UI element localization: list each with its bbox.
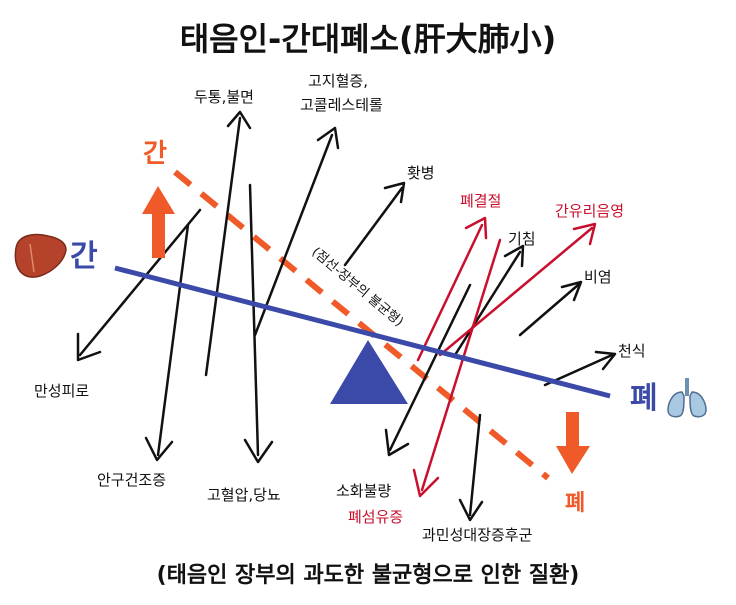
diagram-subtitle: (태음인 장부의 과도한 불균형으로 인한 질환) <box>157 563 580 588</box>
imbalance-dashed-line <box>173 169 550 481</box>
arrow-headache-head <box>226 110 252 130</box>
label-hyperlipidemia-1: 고지혈증, <box>308 72 368 90</box>
up-arrow-icon <box>142 186 175 258</box>
arrow-hypertension-head <box>243 438 274 464</box>
dashed-bottom-label: 폐 <box>565 491 585 516</box>
arrow-hyperlipidemia-head <box>316 126 340 150</box>
balance-beam <box>114 265 611 399</box>
label-hypertension: 고혈압,당뇨 <box>207 486 281 504</box>
arrow-dryeye-head <box>144 436 174 462</box>
arrow-cough-head <box>503 244 525 268</box>
liver-label: 간 <box>70 239 98 274</box>
lung-label: 폐 <box>630 381 658 416</box>
arrow-fatigue-head <box>76 332 102 362</box>
label-asthma: 천식 <box>618 342 646 360</box>
arrow-asthma-head <box>594 350 617 371</box>
arrow-rhinitis <box>518 283 580 337</box>
label-chronic-fatigue: 만성피로 <box>34 382 89 400</box>
diagram-title: 태음인-간대폐소(肝大肺小) <box>180 20 557 58</box>
imbalance-note: (점선-장부의 불균형) <box>309 245 406 330</box>
arrow-pulmonary-nodule-head <box>464 216 488 240</box>
label-hyperlipidemia-2: 고콜레스테롤 <box>300 96 383 114</box>
arrow-fatigue <box>78 208 202 357</box>
red-arrow-group <box>412 216 597 498</box>
arrow-hypertension <box>248 183 260 457</box>
arrow-hyperlipidemia <box>253 133 334 337</box>
label-cough: 기침 <box>508 230 536 248</box>
label-dry-eye: 안구건조증 <box>97 471 166 489</box>
arrow-bronchiectasis <box>438 226 594 357</box>
label-bronchiectasis: 간유리음영 <box>555 202 624 220</box>
arrow-indigestion-head <box>384 428 410 457</box>
lungs-icon <box>667 378 707 418</box>
arrow-indigestion <box>388 283 472 452</box>
liver-icon <box>14 233 67 278</box>
arrow-bronchiectasis-head <box>572 222 597 246</box>
down-arrow-icon <box>556 412 590 474</box>
label-indigestion: 소화불량 <box>336 482 391 500</box>
arrow-hwabyung-head <box>383 181 406 204</box>
triangle-fulcrum-icon <box>330 340 408 404</box>
dashed-top-label: 간 <box>143 139 167 169</box>
label-rhinitis: 비염 <box>584 268 612 286</box>
label-ibs: 과민성대장증후군 <box>422 526 533 544</box>
arrow-headache <box>204 116 242 377</box>
arrow-ibs-head <box>458 498 484 522</box>
label-pulmonary-nodule: 폐결절 <box>460 192 501 210</box>
arrow-cough <box>453 250 522 357</box>
arrow-dryeye <box>156 223 190 457</box>
label-hwabyung: 홧병 <box>407 164 435 182</box>
arrow-ibs <box>468 413 482 517</box>
black-arrow-group <box>76 110 617 522</box>
arrow-hwabyung <box>343 186 404 267</box>
label-pulmonary-fibrosis: 폐섬유증 <box>348 508 403 526</box>
arrow-rhinitis-head <box>560 280 583 302</box>
arrow-pulmonary-fibrosis <box>420 238 502 492</box>
arrow-pulmonary-fibrosis-head <box>412 468 440 498</box>
arrow-pulmonary-nodule <box>416 223 484 362</box>
label-headache: 두통,불면 <box>194 88 254 106</box>
